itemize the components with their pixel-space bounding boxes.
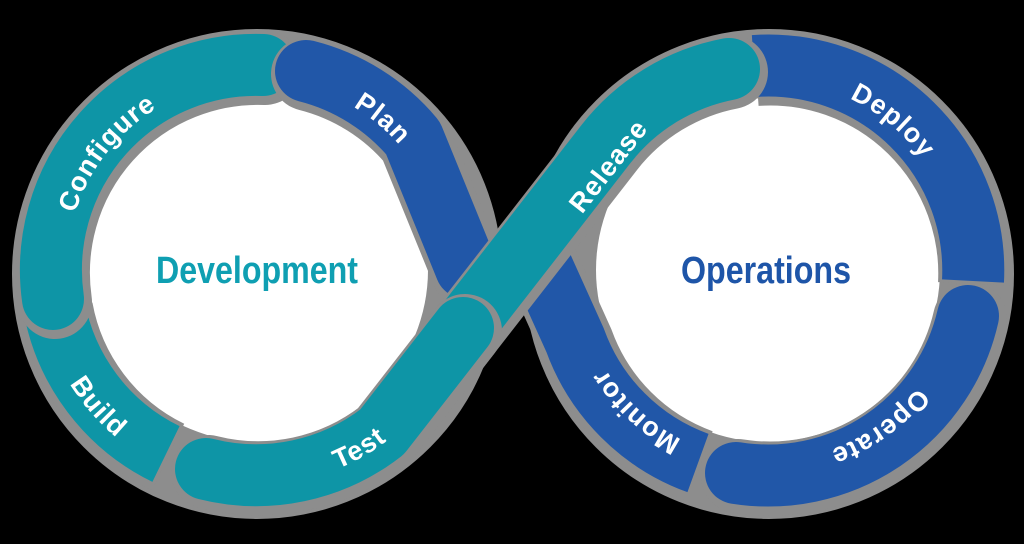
- development-title: Development: [156, 250, 358, 292]
- configure-segment: [19, 33, 294, 330]
- operations-title: Operations: [681, 250, 851, 292]
- plan-segment: [275, 40, 497, 299]
- test-segment: [175, 297, 494, 507]
- monitor-segment: [509, 245, 710, 493]
- deploy-segment: [751, 34, 1005, 283]
- development-inner-circle: [84, 98, 428, 442]
- operate-segment: [705, 285, 999, 507]
- release-segment: [421, 38, 760, 373]
- operations-inner-circle: [596, 98, 940, 442]
